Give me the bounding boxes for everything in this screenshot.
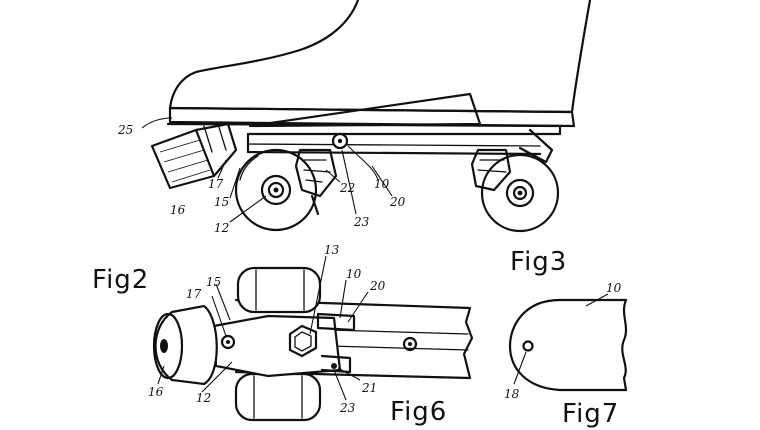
label-23: 23 <box>353 215 370 229</box>
skate-plate <box>166 122 562 156</box>
fig7-caption: Fig7 <box>562 399 619 429</box>
fig7-plate-end-detail: 10 18 Fig7 <box>504 281 628 429</box>
fig2-caption: Fig2 <box>92 265 149 295</box>
boot-upper <box>168 0 592 114</box>
label-23-fig6: 23 <box>339 401 356 415</box>
lower-wheel-top-view <box>234 372 322 422</box>
upper-wheel-top-view <box>236 266 322 314</box>
plate-break-line <box>621 298 628 392</box>
label-10: 10 <box>374 177 390 191</box>
label-17-fig6: 17 <box>186 287 202 301</box>
rear-wheel <box>234 148 318 232</box>
label-15: 15 <box>214 195 229 209</box>
label-16-fig6: 16 <box>148 385 164 399</box>
label-22: 22 <box>339 181 355 195</box>
label-10-fig7: 10 <box>606 281 622 295</box>
hole-18 <box>522 340 534 352</box>
fig6-top-view: 13 15 17 10 20 16 12 21 23 Fig6 <box>148 243 474 427</box>
label-20: 20 <box>389 195 406 209</box>
label-13: 13 <box>324 243 340 257</box>
label-20-fig6: 20 <box>369 279 386 293</box>
label-18: 18 <box>504 387 520 401</box>
adjust-screw-17 <box>220 334 236 350</box>
label-12: 12 <box>214 221 229 235</box>
fig6-caption: Fig6 <box>390 397 447 427</box>
bracket-20 <box>316 312 356 332</box>
fig3-caption: Fig3 <box>510 247 567 277</box>
label-25: 25 <box>117 123 133 137</box>
plate-top-view <box>234 298 474 380</box>
toe-stop <box>150 128 216 190</box>
front-wheel <box>480 153 560 233</box>
toe-stop-top-view <box>152 304 218 386</box>
label-15-fig6: 15 <box>206 275 221 289</box>
boot-sole <box>168 106 576 128</box>
plate-end-outline <box>508 298 628 392</box>
label-21: 21 <box>361 381 377 395</box>
label-17: 17 <box>208 177 224 191</box>
label-16: 16 <box>170 203 186 217</box>
label-10-fig6: 10 <box>346 267 362 281</box>
label-12-fig6: 12 <box>196 391 211 405</box>
front-truck <box>470 148 512 192</box>
plate-bolt <box>402 336 418 352</box>
pin-21 <box>331 363 337 369</box>
fig3-roller-skate-side-view: 25 17 16 15 12 22 10 23 20 Fig3 <box>117 0 592 277</box>
rear-truck <box>294 148 338 198</box>
